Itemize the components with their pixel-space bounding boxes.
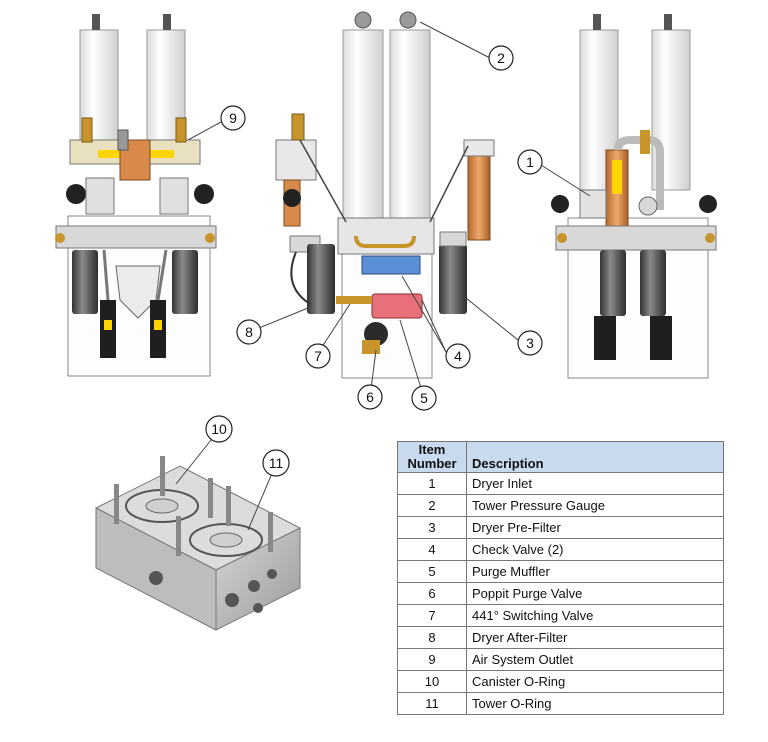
svg-text:3: 3	[526, 335, 534, 351]
item-header-line1: Item	[418, 442, 446, 457]
svg-text:10: 10	[211, 421, 227, 437]
svg-text:2: 2	[497, 50, 505, 66]
callout-8: 8	[236, 319, 262, 345]
svg-text:4: 4	[454, 348, 462, 364]
item-number: 5	[397, 560, 467, 583]
callout-9: 9	[220, 105, 246, 131]
item-number: 8	[397, 626, 467, 649]
item-description: Dryer After-Filter	[466, 626, 724, 649]
svg-text:11: 11	[269, 455, 284, 471]
center-view-assembly	[275, 11, 495, 379]
callout-2: 2	[488, 45, 514, 71]
leader-lines	[175, 21, 591, 531]
svg-text:6: 6	[366, 389, 374, 405]
item-description: Canister O-Ring	[466, 670, 724, 693]
item-number: 2	[397, 494, 467, 517]
left-view-assembly	[55, 14, 217, 377]
item-number: 3	[397, 516, 467, 539]
callout-5: 5	[411, 385, 437, 411]
item-number: 9	[397, 648, 467, 671]
item-number: 7	[397, 604, 467, 627]
callout-11: 11	[262, 449, 290, 477]
callout-1: 1	[517, 149, 543, 175]
description-header: Description	[466, 441, 724, 473]
parts-table-header: Item Number Description	[397, 441, 724, 473]
callout-6: 6	[357, 384, 383, 410]
item-description: Poppit Purge Valve	[466, 582, 724, 605]
item-number: 1	[397, 472, 467, 495]
right-view-assembly	[551, 14, 717, 379]
item-description: Tower Pressure Gauge	[466, 494, 724, 517]
number-header-line2: Number	[407, 456, 457, 471]
svg-text:9: 9	[229, 110, 237, 126]
item-description: Check Valve (2)	[466, 538, 724, 561]
item-number-header: Item Number	[397, 441, 467, 473]
svg-text:8: 8	[245, 324, 253, 340]
item-number: 11	[397, 692, 467, 715]
svg-text:1: 1	[526, 154, 534, 170]
callout-3: 3	[517, 330, 543, 356]
item-description: Tower O-Ring	[466, 692, 724, 715]
svg-text:5: 5	[420, 390, 428, 406]
svg-text:7: 7	[314, 348, 322, 364]
callout-4: 4	[445, 343, 471, 369]
item-number: 10	[397, 670, 467, 693]
item-description: Purge Muffler	[466, 560, 724, 583]
item-number: 6	[397, 582, 467, 605]
manifold-block-illustration	[94, 456, 302, 631]
item-description: Dryer Pre-Filter	[466, 516, 724, 539]
callout-10: 10	[205, 415, 233, 443]
item-description: Air System Outlet	[466, 648, 724, 671]
item-description: Dryer Inlet	[466, 472, 724, 495]
callout-7: 7	[305, 343, 331, 369]
item-number: 4	[397, 538, 467, 561]
item-description: 441° Switching Valve	[466, 604, 724, 627]
